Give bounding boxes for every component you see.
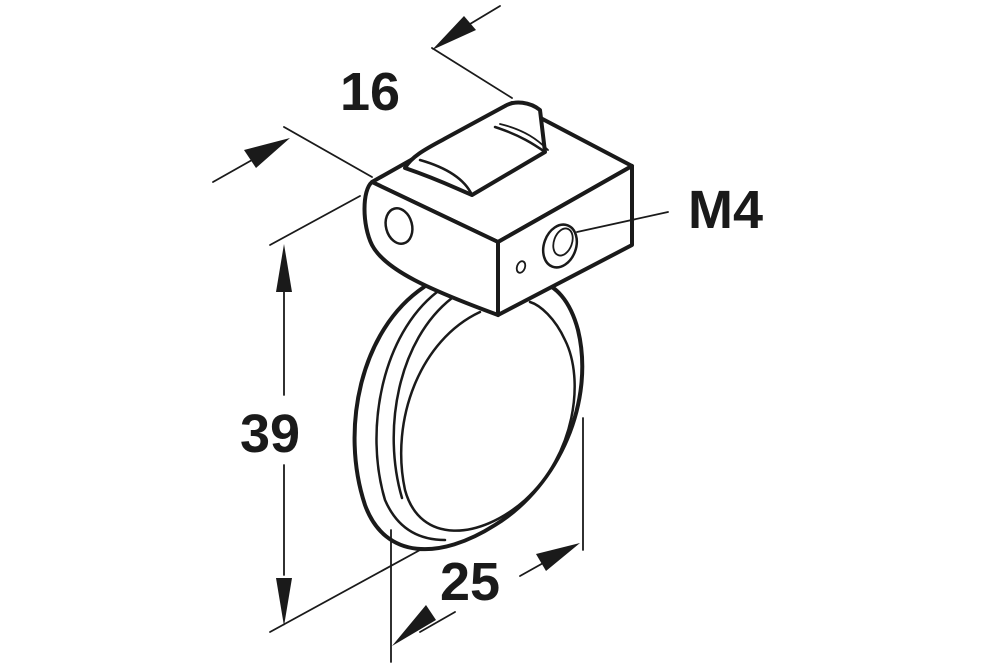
dimension-39: 39 (240, 195, 421, 633)
block (362, 100, 634, 317)
callout-m4: M4 (576, 180, 763, 240)
dimension-label-39: 39 (240, 404, 300, 464)
ring (352, 280, 585, 552)
dimension-label-25: 25 (440, 552, 500, 612)
callout-label-m4: M4 (688, 180, 763, 240)
dimension-16: 16 (212, 5, 513, 183)
dimension-label-16: 16 (340, 62, 400, 122)
dimension-25: 25 (390, 417, 584, 663)
